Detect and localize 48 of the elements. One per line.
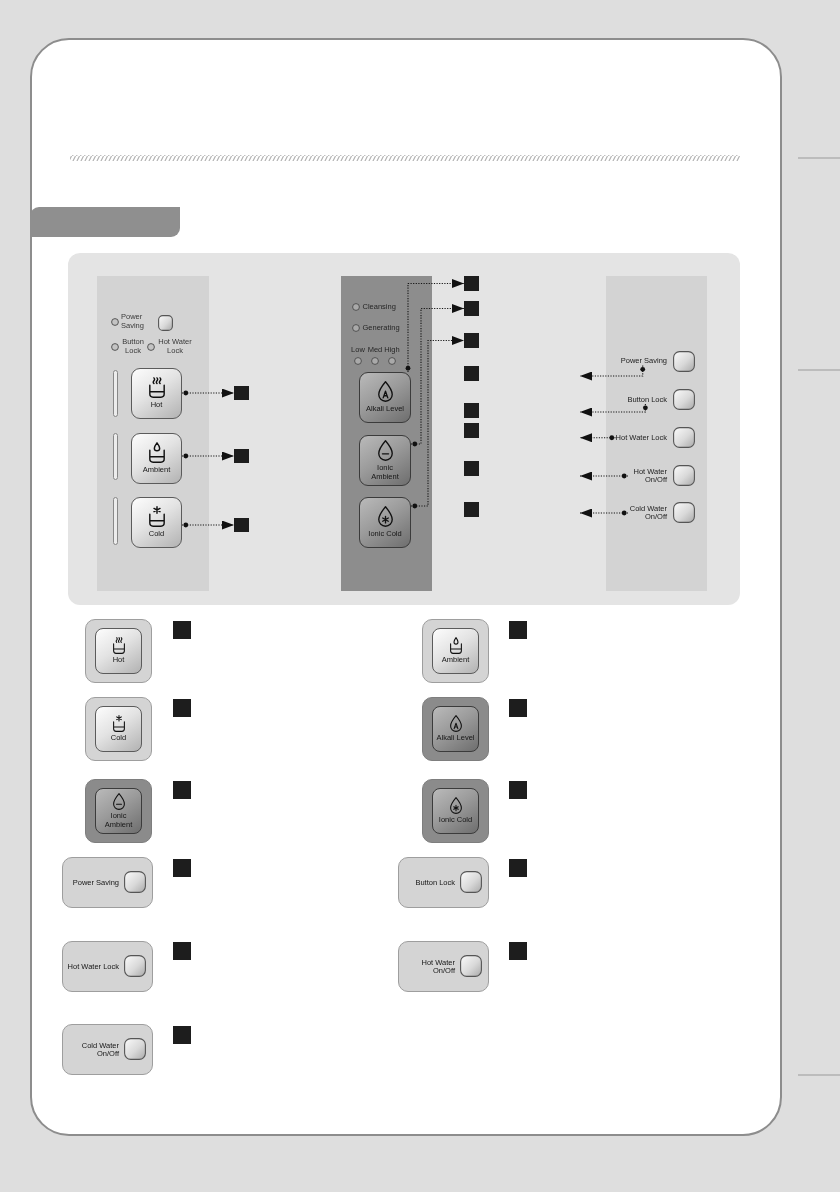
leader-line	[579, 471, 629, 481]
leader-line	[181, 388, 235, 398]
callout-marker	[464, 276, 479, 291]
leader-line	[579, 403, 648, 417]
callout-marker	[173, 621, 191, 639]
callout-marker	[509, 781, 527, 799]
control-panel	[606, 276, 707, 591]
leader-line	[181, 520, 235, 530]
callout-marker	[464, 502, 479, 517]
leader-line	[579, 433, 617, 443]
callout-marker	[509, 699, 527, 717]
section-tab	[30, 207, 180, 237]
button-tile	[62, 857, 153, 908]
button-tile	[62, 1024, 153, 1075]
callout-marker	[173, 859, 191, 877]
callout-marker	[509, 621, 527, 639]
callout-marker	[173, 781, 191, 799]
callout-marker	[173, 1026, 191, 1044]
callout-marker	[464, 461, 479, 476]
callout-marker	[234, 386, 249, 400]
callout-marker	[173, 942, 191, 960]
button-tile	[422, 619, 489, 683]
button-tile	[85, 619, 152, 683]
button-tile	[422, 779, 489, 843]
callout-marker	[234, 449, 249, 463]
leader-line	[579, 364, 646, 381]
callout-marker	[464, 333, 479, 348]
button-tile	[62, 941, 153, 992]
callout-marker	[464, 423, 479, 438]
callout-marker	[509, 859, 527, 877]
callout-marker	[464, 301, 479, 316]
button-tile	[85, 697, 152, 761]
control-panel	[341, 276, 432, 591]
button-tile	[422, 697, 489, 761]
callout-marker	[234, 518, 249, 532]
callout-marker	[509, 942, 527, 960]
button-tile	[398, 857, 489, 908]
leader-line	[181, 451, 235, 461]
leader-line	[579, 508, 629, 518]
button-tile	[398, 941, 489, 992]
button-tile	[85, 779, 152, 843]
leader-line	[410, 336, 465, 509]
callout-marker	[173, 699, 191, 717]
callout-marker	[464, 366, 479, 381]
leader-line	[410, 304, 465, 447]
callout-marker	[464, 403, 479, 418]
leader-line	[405, 279, 465, 373]
control-panel	[97, 276, 209, 591]
